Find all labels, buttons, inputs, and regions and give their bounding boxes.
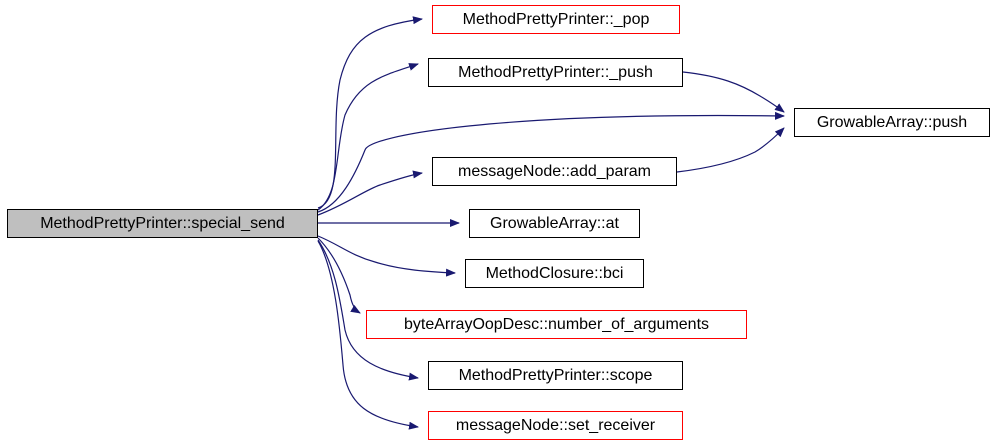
node-growablearray-push[interactable]: GrowableArray::push: [794, 108, 990, 137]
node-methodclosure-bci[interactable]: MethodClosure::bci: [465, 259, 644, 288]
edge-root-to-add_param: [317, 170, 423, 216]
node-special-send: MethodPrettyPrinter::special_send: [7, 209, 318, 238]
edge-root-to-nargs: [317, 237, 361, 314]
node-pop[interactable]: MethodPrettyPrinter::_pop: [432, 5, 680, 34]
node-growablearray-at[interactable]: GrowableArray::at: [469, 209, 640, 238]
node-set-receiver[interactable]: messageNode::set_receiver: [428, 411, 683, 440]
node-push[interactable]: MethodPrettyPrinter::_push: [428, 58, 683, 87]
edge-root-to-ga_push: [317, 111, 785, 213]
edge-add_param-to-ga_push: [676, 127, 785, 173]
edge-push-to-ga_push: [682, 71, 785, 113]
edge-root-to-bci: [317, 235, 456, 277]
edge-root-to-set_receiver: [317, 240, 419, 430]
edge-root-to-push: [317, 63, 419, 211]
node-add-param[interactable]: messageNode::add_param: [432, 157, 677, 186]
edge-root-to-scope: [317, 239, 419, 381]
node-scope[interactable]: MethodPrettyPrinter::scope: [428, 361, 683, 390]
node-number-of-arguments[interactable]: byteArrayOopDesc::number_of_arguments: [366, 310, 747, 339]
